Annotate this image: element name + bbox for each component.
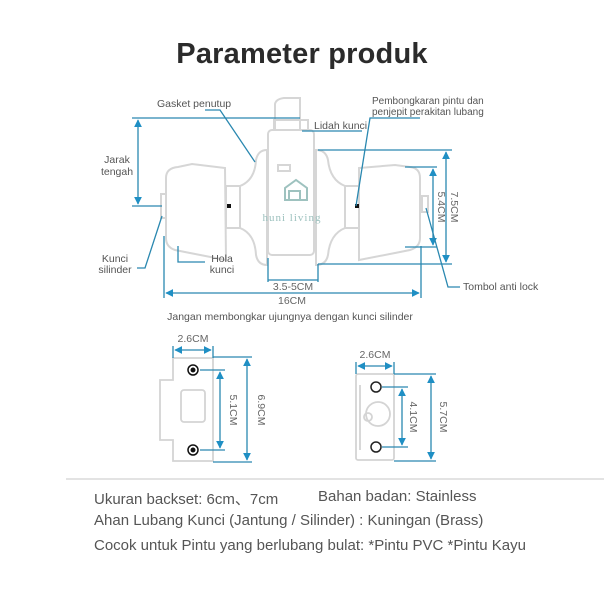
- watermark-logo: [284, 178, 308, 201]
- page-title: Parameter produk: [176, 38, 428, 70]
- right-rose: [315, 148, 346, 267]
- plate-hole-top: [370, 381, 382, 393]
- strike-width-label: 2.6CM: [178, 333, 209, 345]
- latch-tongue: [274, 97, 301, 130]
- plate-hole-spacing-label: 4.1CM: [407, 402, 419, 433]
- spec-suitable-doors: Cocok untuk Pintu yang berlubang bulat: …: [94, 537, 526, 554]
- keyhole-label-2: kunci: [210, 264, 235, 276]
- anti-lock-button: [421, 195, 429, 213]
- anti-lock-leader: [425, 207, 460, 288]
- strike-hole-spacing-label: 5.1CM: [227, 395, 239, 426]
- disassembly-label-1: Pembongkaran pintu dan: [372, 96, 484, 107]
- gasket-label: Gasket penutup: [157, 98, 231, 110]
- left-rose: [239, 148, 268, 267]
- cylinder-leader: [137, 215, 163, 269]
- strike-screw-holes: [187, 364, 199, 456]
- strike-plate: [159, 357, 214, 462]
- dimension-lines: [132, 109, 460, 298]
- plate-dimension-lines: [355, 362, 436, 462]
- divider: [66, 478, 604, 480]
- spec-cylinder-material: Ahan Lubang Kunci (Jantung / Silinder) :…: [94, 512, 484, 529]
- spec-backset: Ukuran backset: 6cm、7cm: [94, 491, 279, 508]
- keyhole-label-1: Hola: [211, 253, 233, 265]
- latch-label: Lidah kunci: [314, 120, 367, 132]
- keyhole-dot-right: [355, 204, 359, 208]
- keyhole-dot-left: [227, 204, 231, 208]
- warning-text: Jangan membongkar ujungnya dengan kunci …: [167, 311, 413, 323]
- strike-height-label: 6.9CM: [255, 395, 267, 426]
- center-distance-label-1: Jarak: [104, 154, 130, 166]
- knob-height-label: 5.4CM: [435, 192, 447, 223]
- left-knob: [165, 162, 228, 262]
- disassembly-label-2: penjepit perakitan lubang: [372, 107, 484, 118]
- plate-height-label: 5.7CM: [437, 402, 449, 433]
- disassembly-leader: [355, 117, 420, 207]
- plate-hole-bottom: [370, 441, 382, 453]
- keyhole-leader: [177, 246, 205, 263]
- plate-width-label: 2.6CM: [360, 349, 391, 361]
- rose-height-label: 7.5CM: [448, 192, 460, 223]
- cylinder-label-1: Kunci: [102, 253, 128, 265]
- spec-material: Bahan badan: Stainless: [318, 488, 477, 505]
- cylinder-label-2: silinder: [98, 264, 132, 276]
- gasket-leader: [205, 109, 256, 163]
- right-knob: [358, 163, 421, 262]
- total-length-label: 16CM: [278, 295, 306, 307]
- plate-screw-holes: [370, 381, 382, 453]
- watermark-text: huni living: [263, 212, 322, 224]
- latch-window: [277, 164, 291, 172]
- anti-lock-label: Tombol anti lock: [463, 281, 539, 293]
- strike-dimension-lines: [172, 346, 252, 463]
- center-distance-label-2: tengah: [101, 166, 133, 178]
- door-thickness-label: 3.5-5CM: [273, 281, 313, 293]
- latch-plate: [273, 119, 309, 131]
- mounting-plate: [355, 373, 395, 461]
